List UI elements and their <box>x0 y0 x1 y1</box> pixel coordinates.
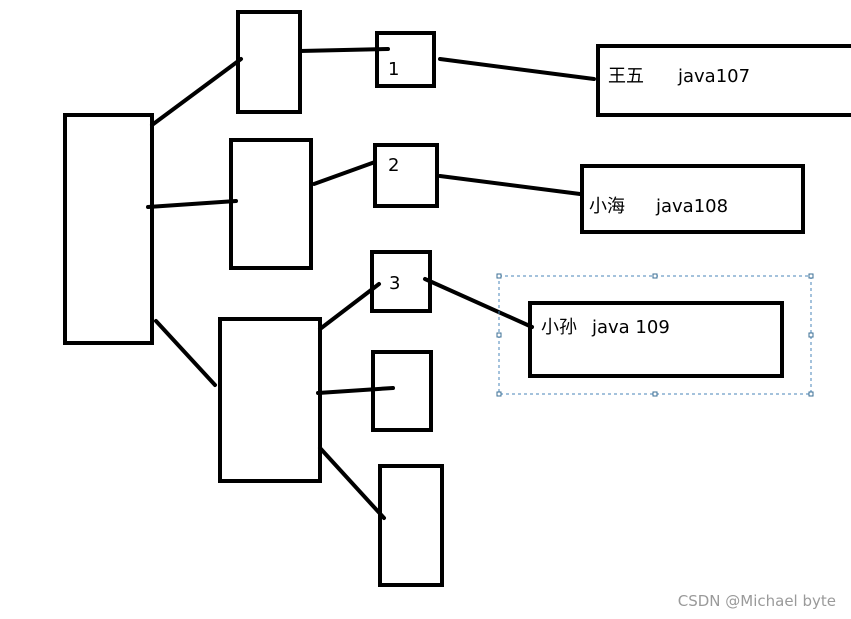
resize-handle-s[interactable] <box>652 391 658 397</box>
record-box-3 <box>528 301 784 378</box>
record-2-value: java108 <box>655 196 728 217</box>
resize-handle-n[interactable] <box>652 273 658 279</box>
edge-branch3-key3 <box>318 282 381 331</box>
resize-handle-se[interactable] <box>808 391 814 397</box>
edge-branch3-node-a <box>316 386 395 395</box>
branch-node-3 <box>218 317 322 483</box>
edge-branch2-key2 <box>312 160 377 186</box>
empty-node-b <box>378 464 444 587</box>
resize-handle-ne[interactable] <box>808 273 814 279</box>
edge-root-branch1 <box>150 57 243 127</box>
edge-branch3-node-b <box>318 446 386 520</box>
edge-branch1-key1 <box>298 47 390 53</box>
record-3-name: 小孙 <box>541 317 577 338</box>
resize-handle-sw[interactable] <box>496 391 502 397</box>
branch-node-2 <box>229 138 313 270</box>
resize-handle-w[interactable] <box>496 332 502 338</box>
key-node-3 <box>370 250 432 313</box>
record-3-value: java 109 <box>591 317 670 338</box>
selection-frame[interactable] <box>496 273 814 397</box>
edge-root-branch3 <box>154 319 217 387</box>
record-box-2 <box>580 164 805 234</box>
key-label-3: 3 <box>389 273 400 294</box>
record-1-name: 王五 <box>608 66 644 87</box>
key-label-1: 1 <box>388 59 399 80</box>
key-node-1 <box>375 31 436 88</box>
empty-node-a <box>371 350 433 432</box>
resize-handle-nw[interactable] <box>496 273 502 279</box>
edge-root-branch2 <box>146 199 238 209</box>
record-box-1 <box>596 44 851 117</box>
record-2-name: 小海 <box>589 196 625 217</box>
edge-key3-record3 <box>423 277 534 329</box>
resize-handle-e[interactable] <box>808 332 814 338</box>
branch-node-1 <box>236 10 302 114</box>
root-node <box>63 113 154 345</box>
edge-key1-record1 <box>438 57 596 81</box>
watermark: CSDN @Michael byte <box>678 592 836 610</box>
key-node-2 <box>373 143 439 208</box>
record-1-value: java107 <box>677 66 750 87</box>
key-label-2: 2 <box>388 155 399 176</box>
edge-key2-record2 <box>438 174 582 196</box>
